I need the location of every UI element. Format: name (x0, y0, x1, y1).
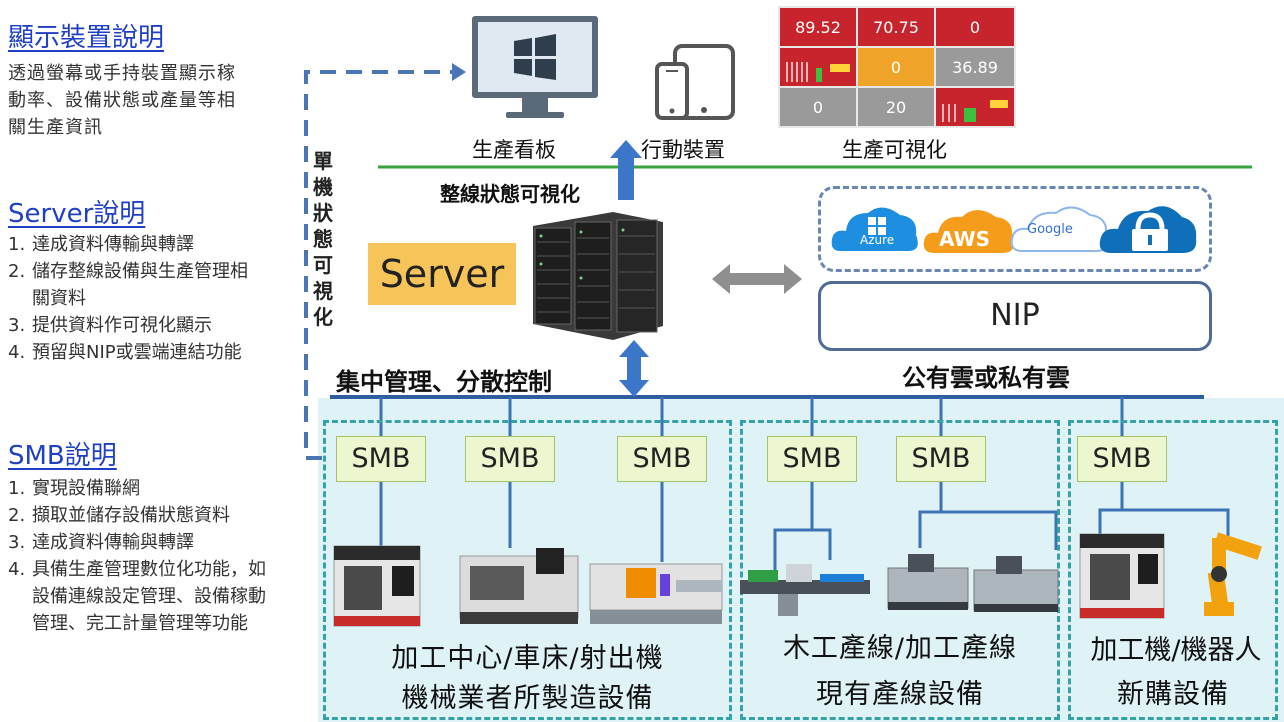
display-body-line: 動率、設備狀態或產量等相 (8, 90, 236, 111)
dashboard-tile: 89.52 (780, 8, 856, 46)
server-label-box: Server (368, 243, 516, 305)
server-rack-icon (533, 212, 663, 340)
group-line2: 現有產線設備 (816, 679, 984, 710)
display-body-line: 關生產資訊 (8, 117, 103, 138)
group-panel-new-equipment (1068, 420, 1278, 720)
monitor-icon (472, 16, 598, 118)
smb-box: SMB (896, 436, 986, 482)
dashboard-tile: 70.75 (858, 8, 934, 46)
group-line1: 加工機/機器人 (1090, 635, 1262, 666)
cloud-caption: 公有雲或私有雲 (902, 364, 1070, 392)
machinery-group-images (333, 545, 723, 627)
server-section-list: 1.達成資料傳輸與轉譯 2.儲存整線設備與生產管理相關資料 3.提供資料作可視化… (8, 231, 258, 366)
machining-center-icon (1079, 533, 1165, 619)
mobile-label: 行動裝置 (641, 138, 725, 162)
injection-molding-machine-icon (589, 563, 723, 624)
dashboard-chart-tile (780, 48, 856, 86)
new-equipment-images (1079, 532, 1262, 619)
server-section-title: Server說明 (8, 199, 146, 229)
smb-list-item: 2.擷取並儲存設備狀態資料 (8, 505, 230, 526)
smb-box: SMB (617, 436, 707, 482)
dashboard-tile: 20 (858, 88, 934, 126)
server-list-item: 3.提供資料作可視化顯示 (8, 315, 212, 336)
cnc-lathe-icon (459, 548, 579, 624)
dashboard-tile: 0 (936, 8, 1014, 46)
smb-section-list: 1.實現設備聯網 2.擷取並儲存設備狀態資料 3.達成資料傳輸與轉譯 4.具備生… (8, 475, 270, 637)
nip-box: NIP (818, 281, 1212, 351)
dashboard-tile: 0 (780, 88, 856, 126)
dashboard-chart-tile (936, 88, 1014, 126)
group-line1: 加工中心/車床/射出機 (391, 643, 664, 674)
group-line1: 木工產線/加工產線 (782, 633, 1018, 664)
line-status-label: 整線狀態可視化 (440, 182, 580, 206)
azure-cloud-icon (831, 207, 918, 251)
display-body-line: 透過螢幕或手持裝置顯示稼 (8, 63, 236, 84)
grinding-machine-icon (973, 556, 1059, 612)
woodworking-line-icon (740, 564, 870, 616)
single-machine-arrowhead (452, 63, 466, 81)
group-line2: 新購設備 (1117, 679, 1229, 710)
smb-box: SMB (1077, 436, 1167, 482)
server-list-item: 2.儲存整線設備與生產管理相關資料 (8, 261, 248, 309)
smb-section-title: SMB說明 (8, 441, 117, 471)
server-bus-double-arrow (619, 340, 649, 397)
display-section-body: 透過螢幕或手持裝置顯示稼 動率、設備狀態或產量等相 關生產資訊 (8, 60, 270, 141)
viz-label: 生產可視化 (842, 138, 947, 162)
grinding-machine-icon (887, 554, 969, 610)
server-list-item: 4.預留與NIP或雲端連結功能 (8, 342, 242, 363)
group-panel-machinery (323, 420, 732, 720)
azure-label: Azure (860, 233, 895, 247)
board-label: 生產看板 (472, 138, 556, 162)
server-cloud-double-arrow (712, 264, 802, 294)
dashboard-tile: 36.89 (936, 48, 1014, 86)
single-machine-label: 單機狀態可視化 (308, 148, 338, 330)
private-cloud-lock-icon (1099, 206, 1197, 253)
bus-drops (379, 397, 1124, 436)
mobile-devices-icon (655, 44, 735, 120)
group-line2: 機械業者所製造設備 (401, 683, 654, 714)
machining-center-icon (333, 545, 421, 627)
smb-list-item: 4.具備生產管理數位化功能，如設備連線設定管理、設備稼動管理、完工計量管理等功能 (8, 559, 266, 634)
industrial-robot-icon (1204, 532, 1262, 616)
smb-box: SMB (767, 436, 857, 482)
cloud-providers-box (818, 186, 1212, 272)
management-label: 集中管理、分散控制 (336, 368, 552, 396)
cloud-provider-icons (831, 206, 1197, 253)
aws-cloud-icon (923, 210, 1014, 253)
existing-lines-images (740, 554, 1059, 616)
display-section-title: 顯示裝置說明 (8, 23, 165, 53)
server-list-item: 1.達成資料傳輸與轉譯 (8, 234, 194, 255)
dashboard-tile: 0 (858, 48, 934, 86)
production-dashboard: 89.52 70.75 0 0 36.89 0 20 (778, 6, 1016, 128)
smb-list-item: 1.實現設備聯網 (8, 478, 140, 499)
up-arrow (610, 140, 642, 200)
smb-list-item: 3.達成資料傳輸與轉譯 (8, 532, 194, 553)
smb-box: SMB (465, 436, 555, 482)
google-label: Google (1027, 222, 1073, 237)
single-machine-dashed-link (304, 70, 460, 460)
smb-box: SMB (336, 436, 426, 482)
machine-drops (379, 482, 1230, 575)
aws-label: AWS (939, 227, 991, 251)
